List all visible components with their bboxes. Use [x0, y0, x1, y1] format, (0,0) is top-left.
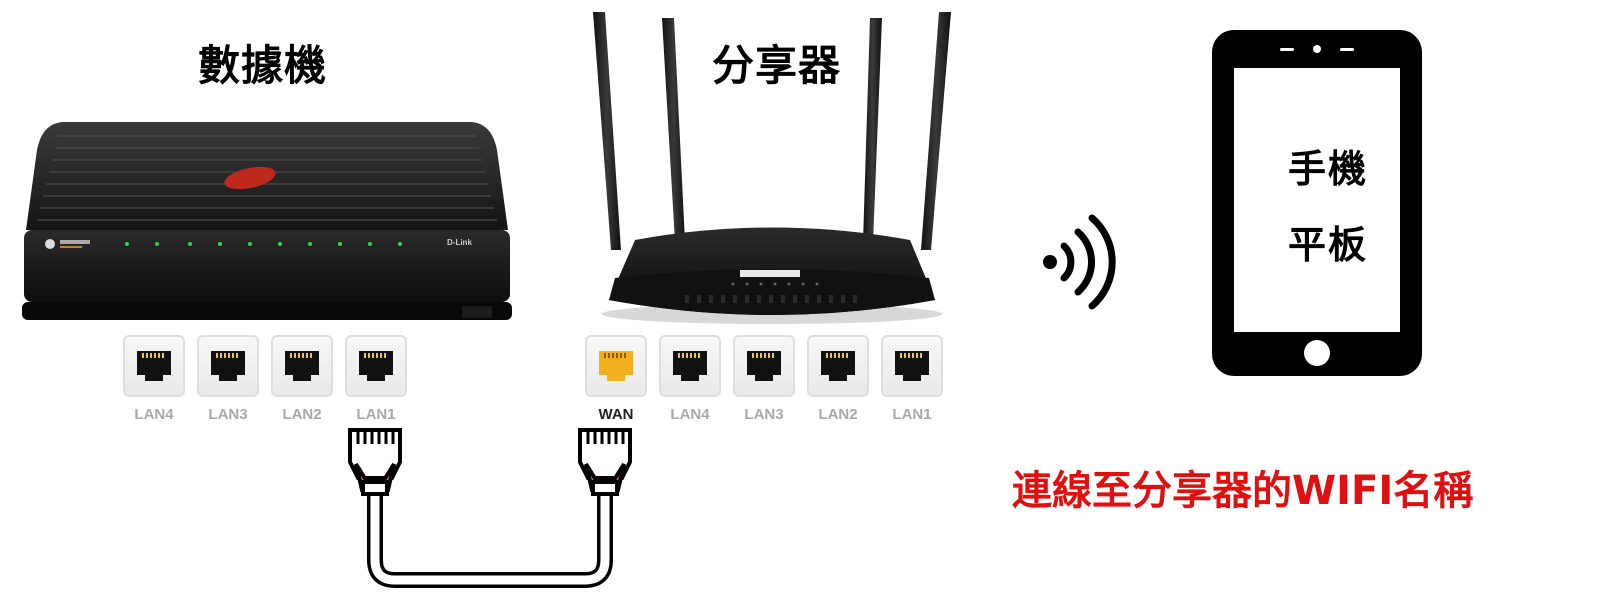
wifi-caption: 連線至分享器的WIFI名稱	[1012, 468, 1474, 514]
port-label: LAN3	[744, 406, 784, 423]
modem-port-lan1: LAN1	[343, 335, 409, 423]
router-port-row: WAN LAN4 LAN3 LAN2 LAN1	[583, 335, 945, 423]
port-label: LAN1	[892, 406, 932, 423]
port-label: LAN2	[282, 406, 322, 423]
port-label: LAN1	[356, 406, 396, 423]
wifi-signal-icon	[1040, 212, 1130, 312]
router-title: 分享器	[712, 41, 842, 90]
modem-port-lan3: LAN3	[195, 335, 261, 423]
router-port-lan4: LAN4	[657, 335, 723, 423]
modem-port-lan2: LAN2	[269, 335, 335, 423]
modem-port-lan4: LAN4	[121, 335, 187, 423]
ethernet-port-icon	[733, 335, 795, 397]
phone-sensor	[1340, 48, 1354, 51]
port-label: LAN3	[208, 406, 248, 423]
ethernet-cable	[330, 420, 650, 590]
phone-label-tablet: 平板	[1288, 223, 1369, 267]
ethernet-port-icon	[345, 335, 407, 397]
modem-device	[22, 120, 512, 325]
ethernet-port-icon	[271, 335, 333, 397]
ethernet-port-icon	[123, 335, 185, 397]
ethernet-port-icon	[807, 335, 869, 397]
modem-title: 數據機	[198, 41, 328, 90]
router-port-lan2: LAN2	[805, 335, 871, 423]
port-label: LAN4	[670, 406, 710, 423]
ethernet-port-icon	[197, 335, 259, 397]
home-button-icon	[1304, 340, 1330, 366]
modem-brand-label: D-Link	[447, 238, 472, 247]
router-port-lan1: LAN1	[879, 335, 945, 423]
rj45-connector-icon	[578, 428, 632, 496]
phone-camera-icon	[1313, 45, 1321, 53]
router-port-wan: WAN	[583, 335, 649, 423]
rj45-connector-icon	[348, 428, 402, 496]
router-port-lan3: LAN3	[731, 335, 797, 423]
phone-label-phone: 手機	[1288, 147, 1369, 191]
port-label: LAN2	[818, 406, 858, 423]
port-label: LAN4	[134, 406, 174, 423]
phone-device: 手機 平板	[1212, 30, 1422, 376]
modem-port-row: LAN4 LAN3 LAN2 LAN1	[121, 335, 409, 423]
port-label: WAN	[598, 406, 634, 423]
wan-port-icon	[585, 335, 647, 397]
ethernet-port-icon	[881, 335, 943, 397]
phone-speaker	[1280, 48, 1294, 51]
router-device	[585, 10, 960, 330]
phone-screen: 手機 平板	[1234, 68, 1400, 332]
ethernet-port-icon	[659, 335, 721, 397]
